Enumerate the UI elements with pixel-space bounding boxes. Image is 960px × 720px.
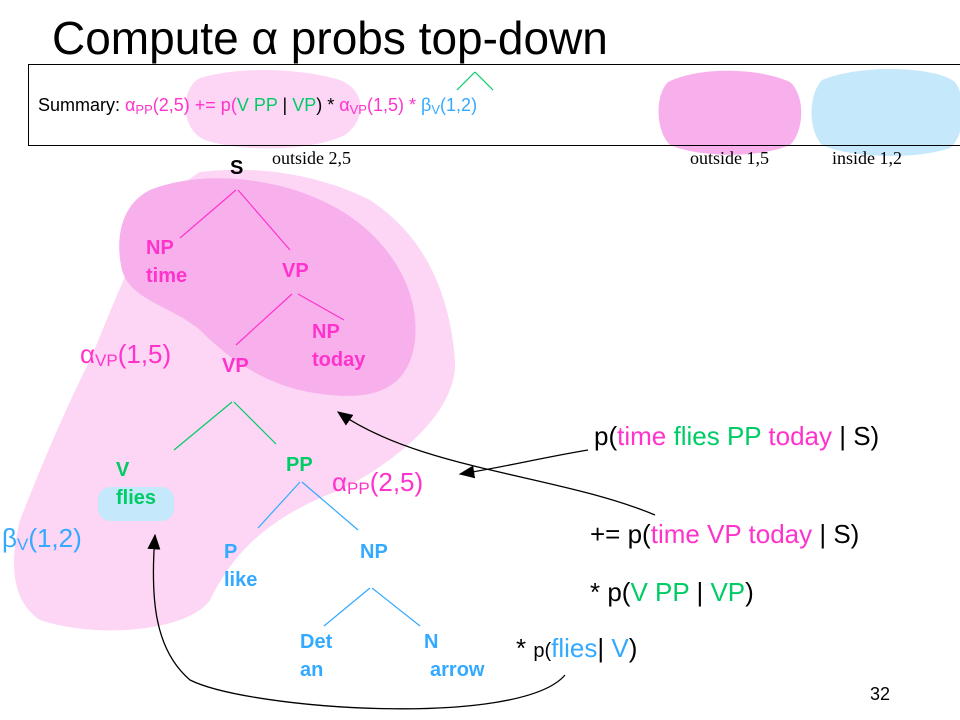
alpha-vp-label: αVP(1,5) (80, 339, 172, 370)
page-number: 32 (870, 684, 891, 704)
inside-1-2-region (98, 487, 174, 521)
node-vp-top: VP (282, 260, 309, 282)
node-vp-mid: VP (222, 355, 249, 377)
arrow-to-alpha-pp (458, 449, 589, 479)
edge-vp-pp (233, 401, 277, 445)
page-title: Compute α probs top-down (52, 12, 608, 64)
arrow-to-vp-region (336, 411, 656, 516)
edge-vp-vp (235, 293, 293, 346)
outside-1-5-label: outside 1,5 (690, 148, 769, 168)
formula-line-4: * p(flies| V) (516, 633, 638, 663)
edge-vp-v (173, 401, 233, 451)
summary-caret-left (456, 71, 476, 91)
summary-outside-1-5-shape (658, 70, 802, 155)
edge-vp-np (297, 293, 345, 321)
inside-1-2-label: inside 1,2 (832, 148, 902, 168)
edge-np-det (323, 587, 371, 627)
outside-2-5-label: outside 2,5 (272, 148, 351, 168)
arrow-to-beta-v (147, 533, 566, 710)
beta-v-label: βV(1,2) (2, 523, 82, 554)
summary-outside-2-5-shape (185, 69, 361, 149)
edge-pp-np (301, 481, 359, 531)
outside-1-5-region (119, 178, 416, 396)
edge-s-np (179, 189, 237, 239)
summary-inside-1-2-shape (811, 69, 960, 156)
node-pp: PP (286, 454, 313, 476)
alpha-symbol: α (251, 12, 279, 64)
alpha-pp-label: αPP(2,5) (332, 467, 424, 498)
summary-box (28, 64, 960, 146)
summary-caret-right (474, 71, 494, 91)
edge-s-vp (237, 189, 291, 251)
edge-pp-p (257, 481, 301, 529)
formula-line-2: += p(time VP today | S) (590, 519, 860, 549)
formula-line-3: * p(V PP | VP) (590, 577, 754, 607)
formula-line-1: p(time flies PP today | S) (594, 421, 880, 451)
edge-np-n (371, 587, 421, 627)
node-np: NP (360, 541, 388, 563)
summary-formula: Summary: αPP(2,5) += p(V PP | VP) * αVP(… (38, 95, 478, 117)
node-s: S (230, 157, 244, 179)
